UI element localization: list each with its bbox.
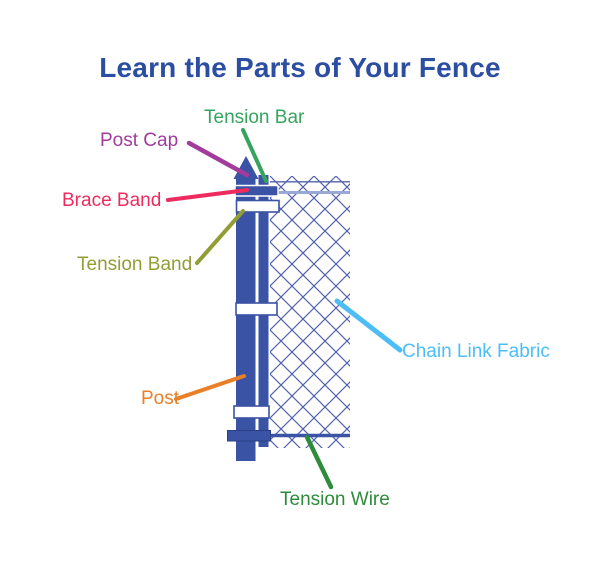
- chain-link-fabric-mesh: [270, 176, 350, 448]
- diagram-title: Learn the Parts of Your Fence: [99, 52, 501, 83]
- leader-post-line: [174, 374, 246, 401]
- leader-chain-link-fabric-line: [334, 298, 403, 353]
- label-chain-link-fabric: Chain Link Fabric: [402, 341, 550, 362]
- label-tension-wire: Tension Wire: [280, 489, 390, 510]
- tension-band-bottom: [233, 405, 270, 419]
- leader-post-cap-line: [186, 140, 250, 178]
- tension-band-top: [235, 199, 280, 213]
- label-post-cap: Post Cap: [100, 130, 179, 151]
- leader-tension-band-line: [195, 209, 245, 265]
- label-tension-bar: Tension Bar: [204, 107, 305, 128]
- bottom-rail-band: [227, 430, 271, 442]
- post: [236, 178, 256, 461]
- label-brace-band: Brace Band: [62, 190, 162, 211]
- label-tension-band: Tension Band: [77, 254, 193, 275]
- leader-tension-wire-line: [304, 434, 334, 490]
- tension-band-middle: [235, 302, 278, 316]
- leader-brace-band-line: [166, 188, 249, 202]
- label-post: Post: [141, 388, 180, 409]
- leader-tension-bar-line: [241, 128, 268, 183]
